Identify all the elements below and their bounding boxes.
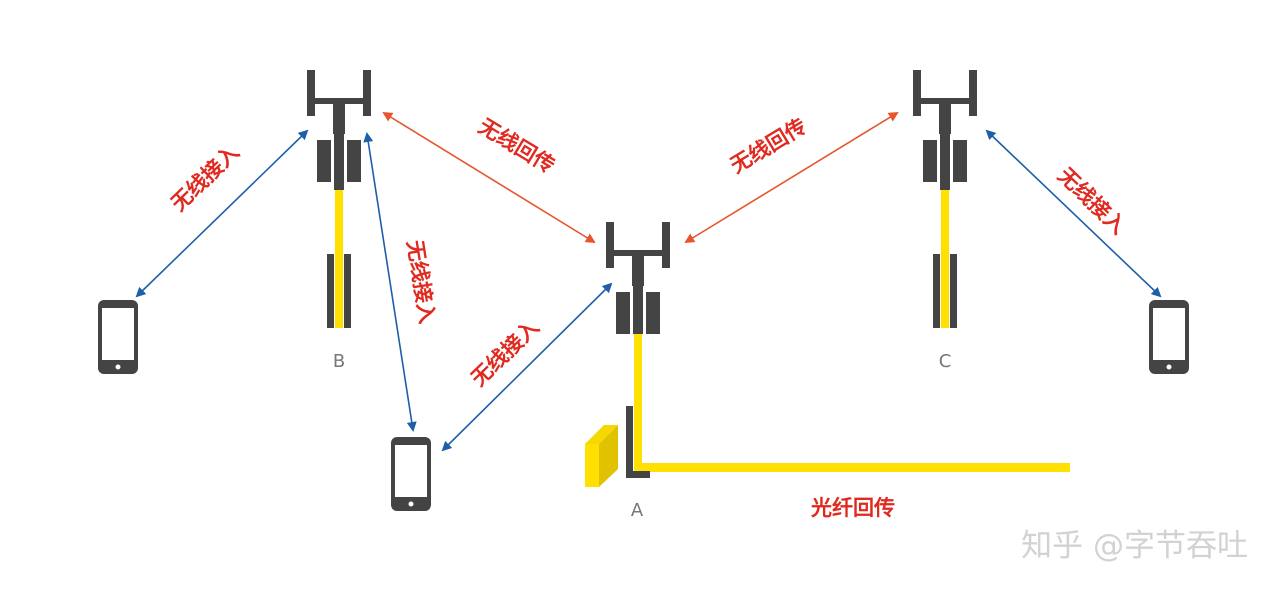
- access-arrow-a-phone2: [441, 282, 613, 452]
- access-arrow-c-phone3: [985, 129, 1162, 298]
- watermark: 知乎 @字节吞吐: [1021, 528, 1248, 564]
- backhaul-arrow-b-a: [382, 111, 596, 244]
- node-label-b: B: [333, 351, 345, 372]
- access-arrow-b-phone1: [135, 129, 309, 298]
- fiber-line: [636, 463, 1070, 472]
- antenna-tower-icon: [913, 70, 977, 328]
- backhaul-arrow-c-a: [684, 111, 899, 244]
- label-access-c-phone3: 无线接入: [1053, 163, 1130, 239]
- phone-icon: [98, 300, 138, 374]
- phone-icon: [391, 437, 431, 511]
- access-arrow-b-phone2: [363, 132, 417, 432]
- node-label-c: C: [939, 351, 952, 372]
- cabinet-icon: [585, 425, 618, 487]
- phone-icon: [1149, 300, 1189, 374]
- antenna-tower-icon: [307, 70, 371, 328]
- node-label-a: A: [631, 500, 644, 521]
- label-backhaul-b-a: 无线回传: [474, 114, 558, 178]
- label-access-b-phone2: 无线接入: [402, 239, 439, 326]
- antenna-tower-icon: [606, 222, 670, 478]
- label-fiber-backhaul: 光纤回传: [810, 496, 895, 520]
- label-backhaul-c-a: 无线回传: [726, 114, 810, 178]
- label-access-a-phone2: 无线接入: [467, 315, 544, 391]
